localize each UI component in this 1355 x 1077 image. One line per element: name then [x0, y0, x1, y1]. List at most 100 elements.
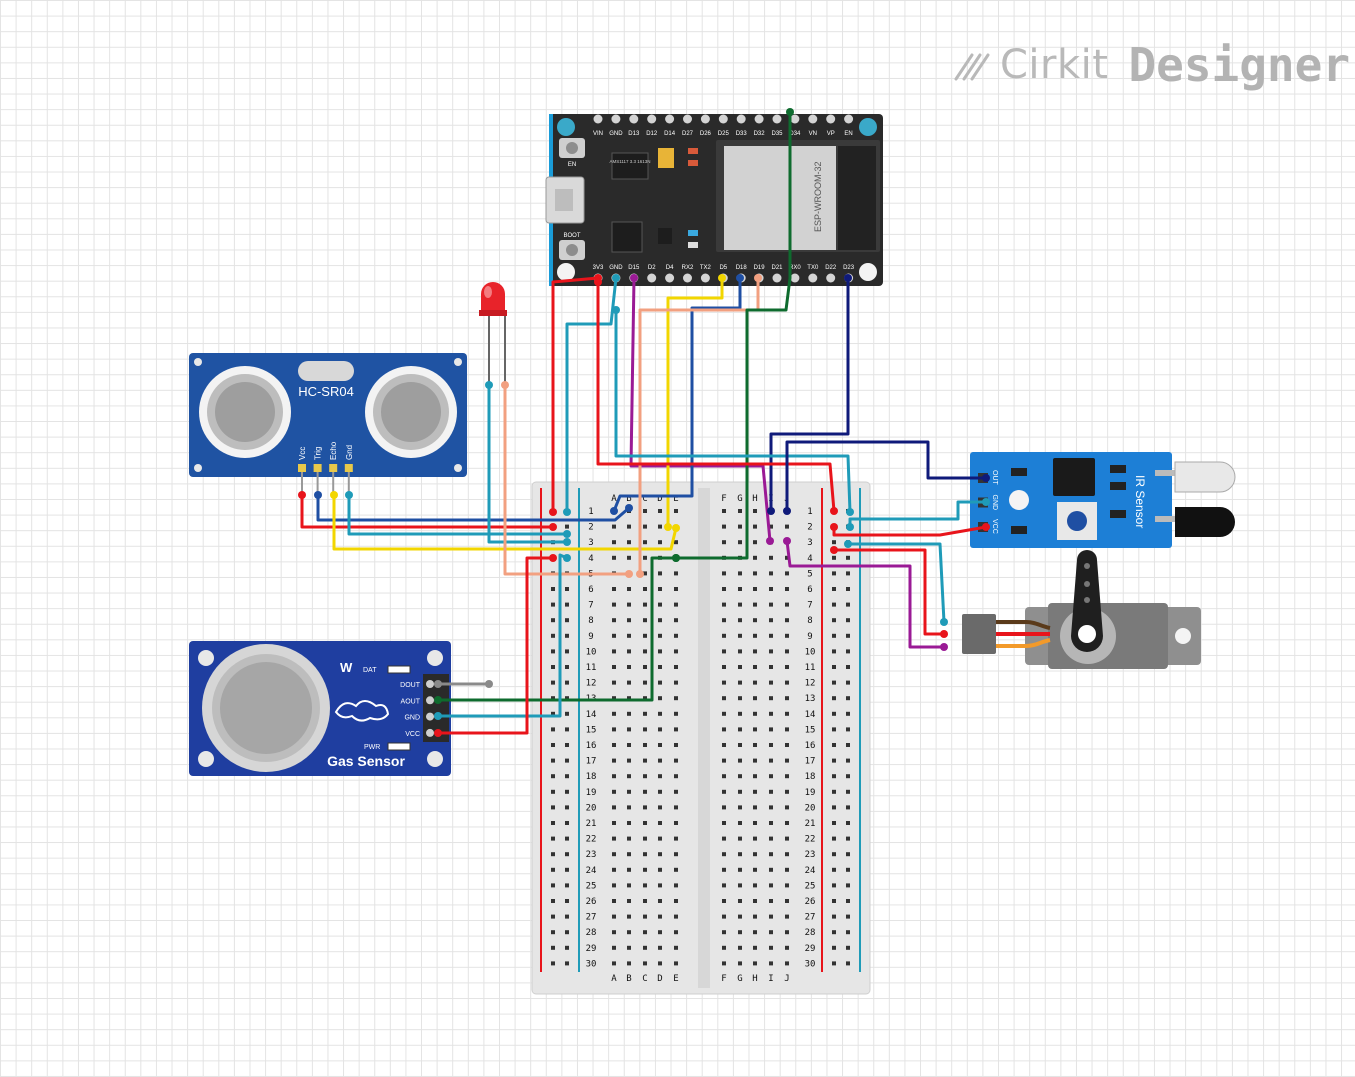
breadboard-hole[interactable] — [674, 727, 678, 732]
breadboard-hole[interactable] — [832, 602, 836, 607]
breadboard-hole[interactable] — [832, 961, 836, 966]
breadboard-hole[interactable] — [627, 836, 631, 841]
breadboard-hole[interactable] — [769, 883, 773, 888]
breadboard-hole[interactable] — [627, 587, 631, 591]
breadboard-hole[interactable] — [769, 961, 773, 966]
breadboard-hole[interactable] — [832, 618, 836, 623]
breadboard-hole[interactable] — [612, 618, 616, 623]
breadboard-hole[interactable] — [612, 867, 616, 872]
breadboard-hole[interactable] — [722, 633, 726, 638]
breadboard-hole[interactable] — [769, 805, 773, 810]
breadboard-hole[interactable] — [738, 540, 742, 545]
breadboard-hole[interactable] — [674, 883, 678, 888]
breadboard-hole[interactable] — [785, 883, 789, 888]
breadboard-hole[interactable] — [846, 867, 850, 872]
breadboard-hole[interactable] — [738, 758, 742, 763]
breadboard-hole[interactable] — [612, 945, 616, 950]
breadboard-hole[interactable] — [658, 587, 662, 591]
breadboard-hole[interactable] — [674, 930, 678, 935]
breadboard-hole[interactable] — [627, 758, 631, 763]
breadboard-hole[interactable] — [565, 774, 569, 779]
breadboard-hole[interactable] — [769, 602, 773, 607]
breadboard-hole[interactable] — [627, 602, 631, 607]
breadboard-hole[interactable] — [643, 540, 647, 545]
breadboard-hole[interactable] — [612, 821, 616, 825]
breadboard-hole[interactable] — [551, 665, 555, 669]
breadboard-hole[interactable] — [551, 649, 555, 654]
breadboard-hole[interactable] — [565, 680, 569, 685]
breadboard-hole[interactable] — [769, 789, 773, 794]
breadboard-hole[interactable] — [565, 727, 569, 732]
breadboard-hole[interactable] — [565, 618, 569, 623]
breadboard-hole[interactable] — [643, 618, 647, 623]
breadboard-hole[interactable] — [832, 805, 836, 810]
breadboard-hole[interactable] — [674, 665, 678, 669]
breadboard-hole[interactable] — [753, 789, 757, 794]
breadboard-hole[interactable] — [769, 524, 773, 529]
breadboard-hole[interactable] — [832, 665, 836, 669]
red-led[interactable] — [479, 282, 507, 385]
breadboard-hole[interactable] — [565, 665, 569, 669]
breadboard-hole[interactable] — [627, 789, 631, 794]
breadboard-hole[interactable] — [674, 540, 678, 545]
breadboard-hole[interactable] — [722, 930, 726, 935]
breadboard-hole[interactable] — [674, 696, 678, 701]
breadboard-hole[interactable] — [722, 789, 726, 794]
breadboard-hole[interactable] — [643, 602, 647, 607]
breadboard-hole[interactable] — [785, 696, 789, 701]
breadboard-hole[interactable] — [658, 571, 662, 576]
breadboard-hole[interactable] — [769, 649, 773, 654]
breadboard-hole[interactable] — [565, 789, 569, 794]
breadboard-hole[interactable] — [738, 743, 742, 747]
esp32-pin[interactable] — [700, 114, 710, 124]
breadboard-hole[interactable] — [612, 633, 616, 638]
breadboard-hole[interactable] — [612, 743, 616, 747]
breadboard-hole[interactable] — [846, 727, 850, 732]
breadboard-hole[interactable] — [658, 727, 662, 732]
breadboard-hole[interactable] — [753, 540, 757, 545]
breadboard-hole[interactable] — [627, 555, 631, 560]
esp32-pin[interactable] — [665, 273, 675, 283]
breadboard-hole[interactable] — [643, 961, 647, 966]
breadboard-hole[interactable] — [612, 836, 616, 841]
wire-hcsr04-vcc[interactable] — [300, 495, 553, 529]
breadboard-hole[interactable] — [674, 805, 678, 810]
breadboard-hole[interactable] — [785, 680, 789, 685]
breadboard-hole[interactable] — [722, 899, 726, 903]
breadboard-hole[interactable] — [674, 743, 678, 747]
breadboard-hole[interactable] — [753, 961, 757, 966]
breadboard-hole[interactable] — [832, 930, 836, 935]
wire-hcsr04-trig[interactable] — [316, 495, 630, 522]
breadboard-hole[interactable] — [738, 665, 742, 669]
wire-d19[interactable] — [638, 278, 760, 574]
breadboard-hole[interactable] — [551, 602, 555, 607]
breadboard-hole[interactable] — [565, 914, 569, 919]
breadboard-hole[interactable] — [658, 540, 662, 545]
wire-d15[interactable] — [629, 277, 772, 542]
breadboard-hole[interactable] — [658, 602, 662, 607]
wire-d18[interactable] — [612, 278, 742, 512]
breadboard-hole[interactable] — [785, 945, 789, 950]
breadboard-hole[interactable] — [643, 727, 647, 732]
breadboard-hole[interactable] — [846, 899, 850, 903]
breadboard-hole[interactable] — [612, 602, 616, 607]
breadboard-hole[interactable] — [738, 883, 742, 888]
breadboard-hole[interactable] — [769, 633, 773, 638]
breadboard-hole[interactable] — [738, 930, 742, 935]
breadboard-hole[interactable] — [722, 696, 726, 701]
breadboard-hole[interactable] — [785, 821, 789, 825]
breadboard-hole[interactable] — [612, 540, 616, 545]
breadboard-hole[interactable] — [769, 587, 773, 591]
servo-motor[interactable] — [962, 550, 1201, 669]
breadboard-hole[interactable] — [753, 930, 757, 935]
breadboard-hole[interactable] — [612, 961, 616, 966]
breadboard-hole[interactable] — [753, 727, 757, 732]
breadboard-hole[interactable] — [722, 665, 726, 669]
esp32-pin[interactable] — [790, 114, 800, 124]
breadboard-hole[interactable] — [658, 805, 662, 810]
breadboard-hole[interactable] — [738, 805, 742, 810]
breadboard-hole[interactable] — [769, 555, 773, 560]
breadboard-hole[interactable] — [769, 852, 773, 857]
breadboard-hole[interactable] — [627, 524, 631, 529]
breadboard-hole[interactable] — [643, 758, 647, 763]
